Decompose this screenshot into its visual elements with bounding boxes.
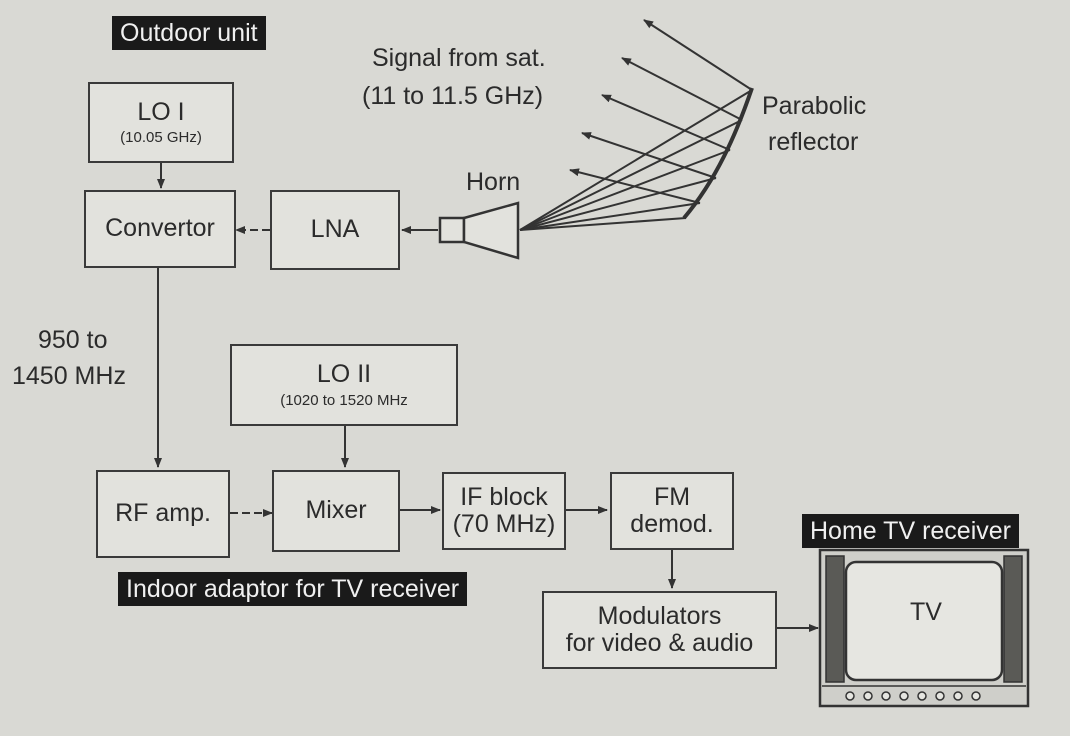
lo2-title: LO II	[316, 360, 372, 388]
reflector-label: reflector	[768, 128, 859, 156]
modulators-line1: Modulators	[597, 601, 722, 630]
if-range-label-1: 950 to	[38, 326, 108, 354]
lo1-frequency: (10.05 GHz)	[120, 129, 202, 146]
horn-antenna	[438, 201, 520, 260]
outdoor-unit-tag: Outdoor unit	[112, 16, 266, 50]
rf-amp-block: RF amp.	[96, 470, 230, 558]
signal-label: Signal from sat.	[372, 44, 546, 72]
lna-block: LNA	[270, 190, 400, 270]
if-range-label-2: 1450 MHz	[12, 362, 126, 390]
tv-label: TV	[910, 598, 942, 626]
indoor-adaptor-tag: Indoor adaptor for TV receiver	[118, 572, 468, 606]
tv-set	[818, 548, 1030, 708]
home-tv-receiver-tag: Home TV receiver	[802, 514, 1019, 548]
convertor-block: Convertor	[84, 190, 236, 268]
fm-demod-line2: demod.	[630, 510, 714, 538]
convertor-label: Convertor	[105, 214, 215, 243]
fm-demod-line1: FM	[653, 482, 691, 511]
horn-label: Horn	[466, 168, 521, 196]
mixer-label: Mixer	[305, 496, 367, 525]
mixer-block: Mixer	[272, 470, 400, 552]
fm-demod-block: FM demod.	[610, 472, 734, 550]
lo2-block: LO II (1020 to 1520 MHz	[230, 344, 458, 426]
if-block-line2: (70 MHz)	[452, 510, 556, 538]
parabolic-label: Parabolic	[762, 92, 867, 120]
if-block-line1: IF block	[460, 482, 548, 511]
if-block: IF block (70 MHz)	[442, 472, 566, 550]
lo1-block: LO I (10.05 GHz)	[88, 82, 234, 163]
signal-rays	[519, 19, 753, 231]
lna-label: LNA	[310, 215, 360, 244]
lo2-frequency: (1020 to 1520 MHz	[280, 391, 408, 409]
modulators-block: Modulators for video & audio	[542, 591, 777, 669]
signal-range-label: (11 to 11.5 GHz)	[362, 82, 544, 110]
rf-amp-label: RF amp.	[115, 499, 211, 528]
modulators-line2: for video & audio	[565, 629, 754, 657]
lo1-title: LO I	[137, 97, 185, 126]
